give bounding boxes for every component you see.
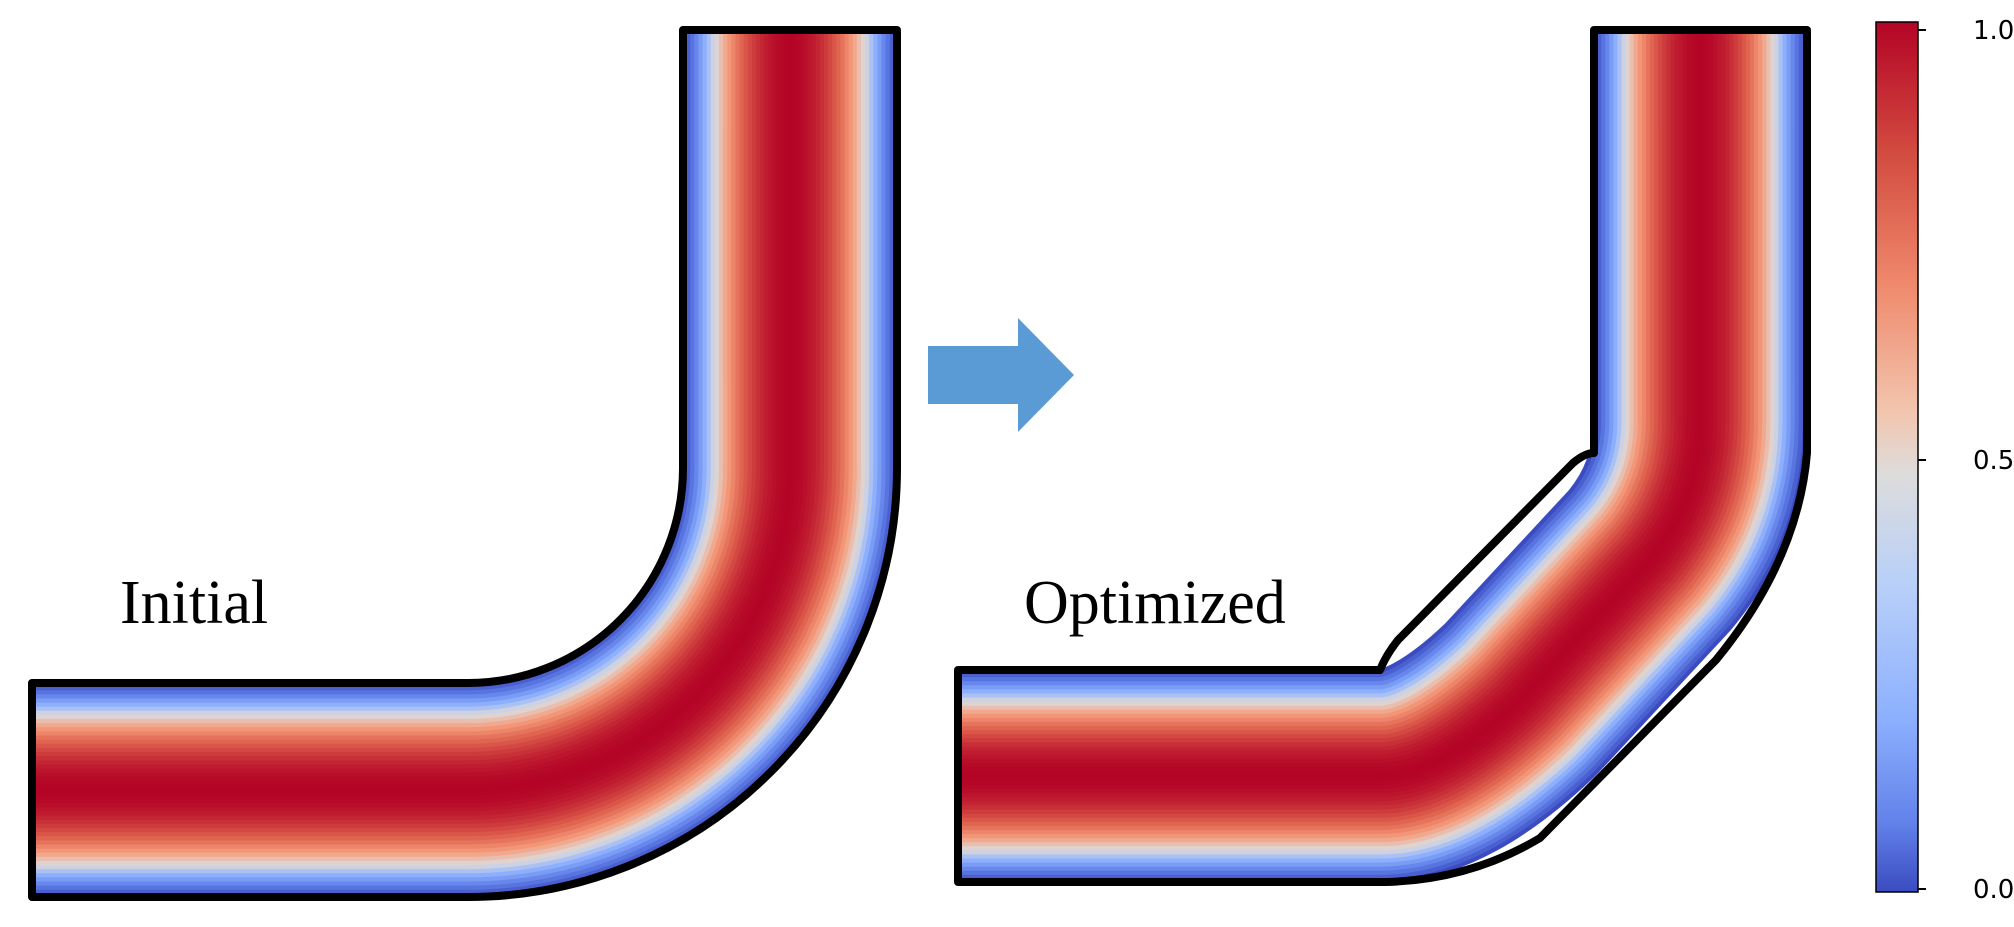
flow-contour-band (32, 30, 791, 791)
colorbar-tick-label-mid: 0.5 (1973, 446, 2014, 476)
initial-label: Initial (120, 569, 269, 637)
transform-arrow (928, 318, 1074, 432)
initial-pipe-outline (28, 26, 901, 901)
flow-contour-band (32, 30, 829, 829)
flow-contour-band (958, 30, 1701, 777)
optimized-pipe-outline (954, 26, 1811, 886)
initial-pipe (32, 30, 897, 897)
optimized-flow-field (958, 30, 1807, 882)
optimized-pipe (958, 30, 1807, 882)
colorbar (1875, 21, 1919, 893)
initial-flow-field (32, 30, 897, 897)
optimized-label: Optimized (1024, 569, 1286, 637)
colorbar-tick-label-min: 0.0 (1973, 875, 2014, 905)
colorbar-tick-label-max: 1.0 (1973, 16, 2014, 46)
